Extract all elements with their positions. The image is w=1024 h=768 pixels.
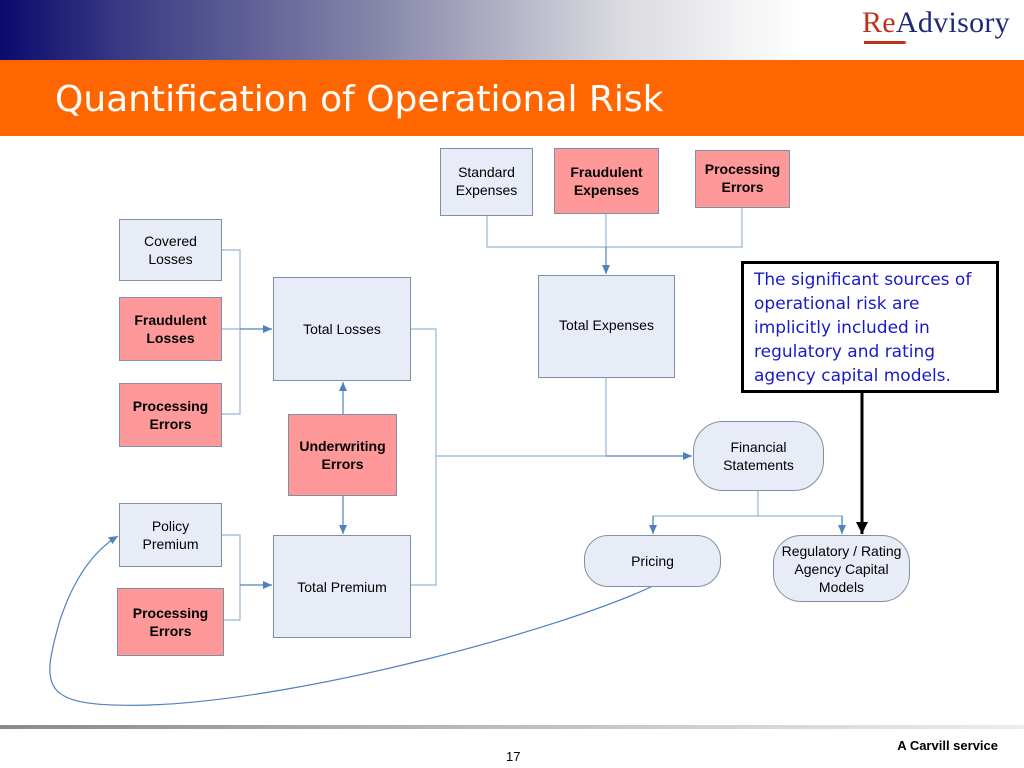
footer-divider: [0, 725, 1024, 729]
total-losses-box: Total Losses: [273, 277, 411, 381]
total-losses-label: Total Losses: [303, 321, 381, 337]
processing-errors-expenses-label: Processing Errors: [704, 161, 781, 195]
fraudulent-expenses-box: Fraudulent Expenses: [554, 148, 659, 214]
title-bar: [0, 60, 1024, 136]
processing-errors-losses-label: Processing Errors: [132, 398, 209, 432]
processing-errors-premium-label: Processing Errors: [132, 605, 209, 639]
fraudulent-losses-box: Fraudulent Losses: [119, 297, 222, 361]
underwriting-errors-label: Underwriting Errors: [299, 438, 386, 472]
processing-errors-premium-box: Processing Errors: [117, 588, 224, 656]
fraudulent-losses-label: Fraudulent Losses: [134, 312, 207, 346]
page-number: 17: [506, 749, 521, 764]
covered-losses-box: Covered Losses: [119, 219, 222, 281]
readvisory-logo: ReAdvisory: [862, 6, 1010, 44]
processing-errors-losses-box: Processing Errors: [119, 383, 222, 447]
underwriting-errors-box: Underwriting Errors: [288, 414, 397, 496]
policy-premium-box: Policy Premium: [119, 503, 222, 567]
total-premium-box: Total Premium: [273, 535, 411, 638]
pricing-label: Pricing: [631, 553, 674, 569]
covered-losses-label: Covered Losses: [144, 233, 197, 267]
processing-errors-expenses-box: Processing Errors: [695, 150, 790, 208]
policy-premium-label: Policy Premium: [142, 518, 199, 552]
total-premium-label: Total Premium: [297, 578, 387, 595]
slide-title: Quantification of Operational Risk: [55, 79, 664, 120]
financial-statements-label: Financial Statements: [723, 439, 794, 473]
standard-expenses-box: Standard Expenses: [440, 148, 533, 216]
pricing-box: Pricing: [584, 535, 721, 587]
header-gradient-bar: [0, 0, 1024, 60]
carvill-service-label: A Carvill service: [897, 738, 998, 753]
operational-risk-note: The significant sources of operational r…: [741, 261, 999, 393]
financial-statements-box: Financial Statements: [693, 421, 824, 491]
regulatory-capital-models-box: Regulatory / Rating Agency Capital Model…: [773, 535, 910, 602]
standard-expenses-label: Standard Expenses: [455, 164, 518, 198]
total-expenses-label: Total Expenses: [559, 317, 654, 333]
regulatory-capital-models-label: Regulatory / Rating Agency Capital Model…: [781, 542, 902, 595]
fraudulent-expenses-label: Fraudulent Expenses: [570, 164, 643, 198]
total-expenses-box: Total Expenses: [538, 275, 675, 378]
